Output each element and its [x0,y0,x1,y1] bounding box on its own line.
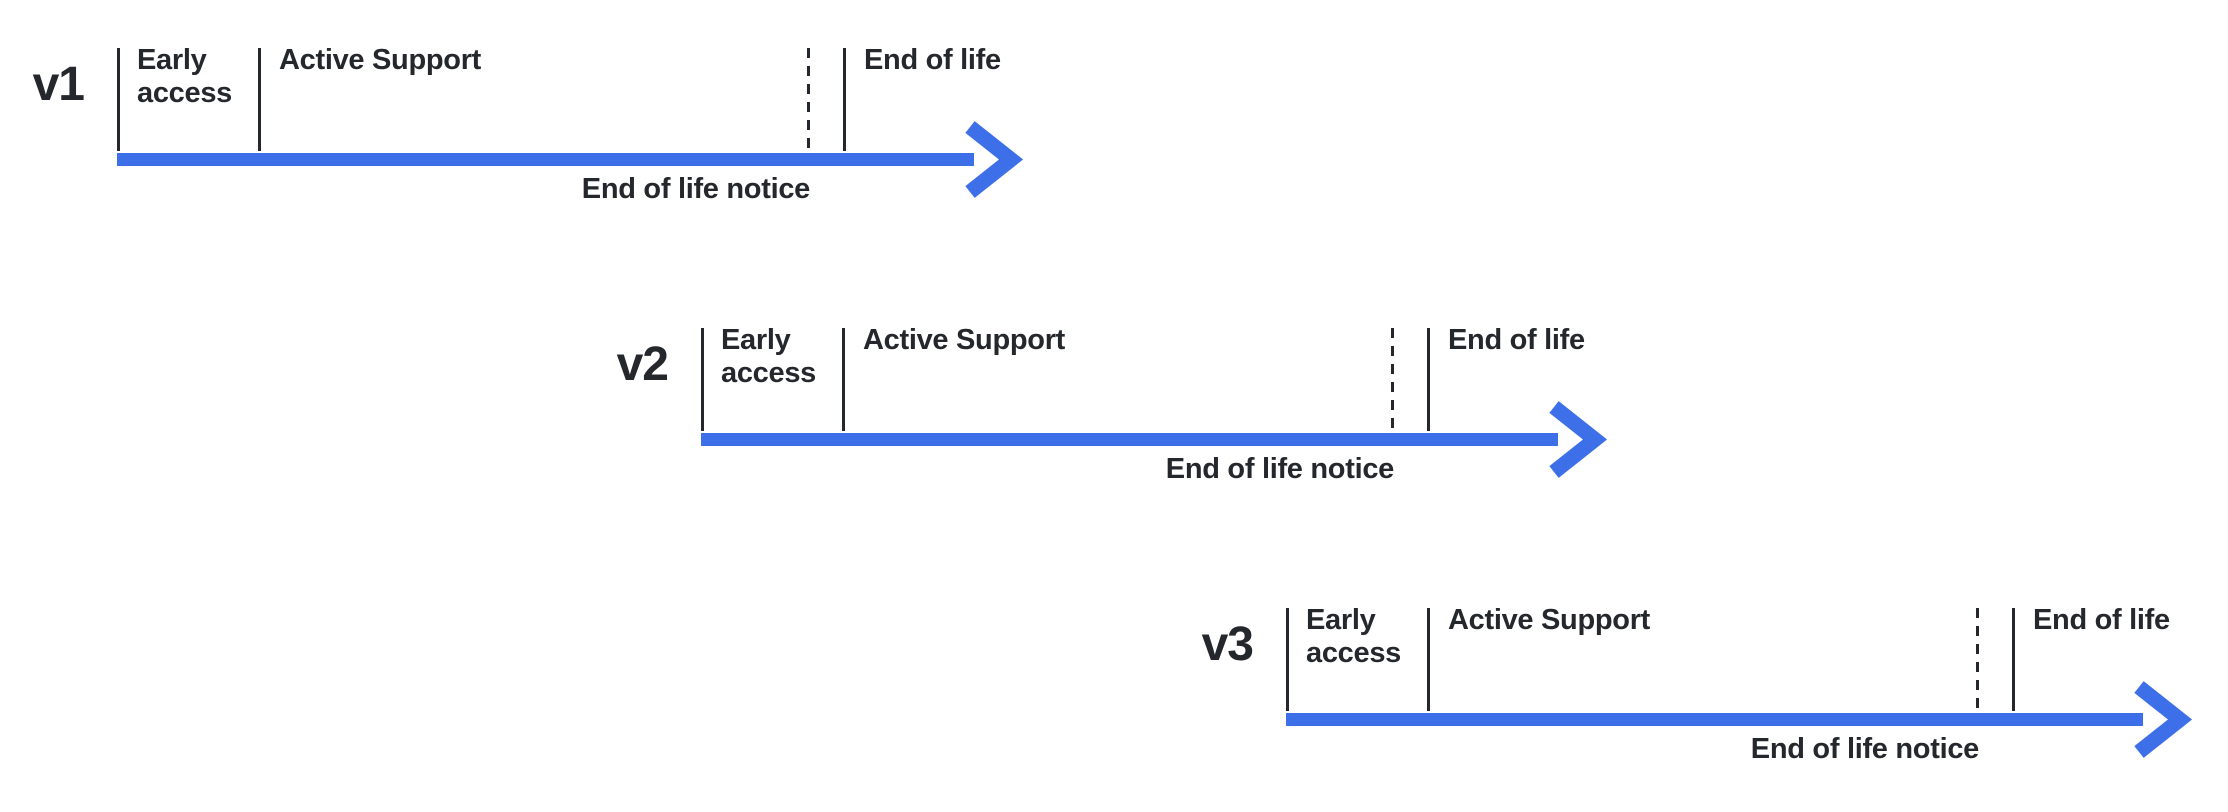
early-access-label: Early access [137,44,232,110]
timeline-arrow-icon [117,121,1024,198]
active-support-start-tick [842,328,845,431]
eol-notice-dashed-tick [1976,608,1979,708]
early-access-start-tick [701,328,704,431]
end-of-life-label: End of life [1448,324,1585,356]
end-of-life-notice-label: End of life notice [1165,453,1395,485]
eol-notice-dashed-tick [807,48,810,148]
timeline-v2: v2 Early access Active Support End of li… [617,324,1611,498]
active-support-start-tick [258,48,261,151]
end-of-life-notice-label: End of life notice [1750,733,1980,765]
version-label: v3 [1201,618,1254,671]
end-of-life-label: End of life [864,44,1001,76]
active-support-label: Active Support [279,44,482,76]
end-of-life-tick [2012,608,2015,711]
early-access-label: Early access [1306,604,1401,670]
timeline-arrow-icon [1286,681,2193,758]
end-of-life-label: End of life [2033,604,2170,636]
end-of-life-notice-label: End of life notice [581,173,811,205]
end-of-life-tick [1427,328,1430,431]
timeline-v3: v3 Early access Active Support End of li… [1202,604,2196,778]
eol-notice-dashed-tick [1391,328,1394,428]
active-support-label: Active Support [1448,604,1651,636]
early-access-start-tick [117,48,120,151]
version-label: v1 [32,58,85,111]
active-support-start-tick [1427,608,1430,711]
timeline-arrow-icon [701,401,1608,478]
active-support-label: Active Support [863,324,1066,356]
version-label: v2 [616,338,669,391]
early-access-label: Early access [721,324,816,390]
end-of-life-tick [843,48,846,151]
early-access-start-tick [1286,608,1289,711]
timeline-v1: v1 Early access Active Support End of li… [33,44,1027,218]
